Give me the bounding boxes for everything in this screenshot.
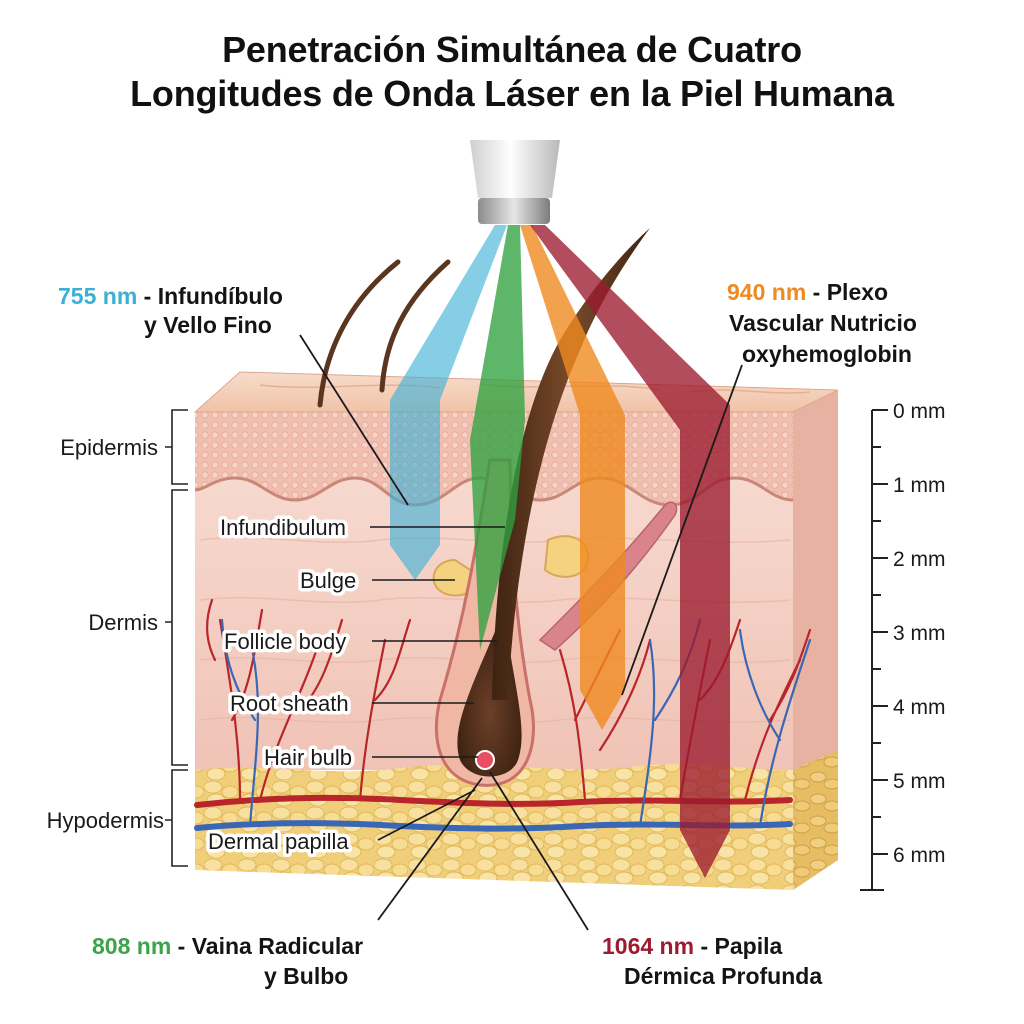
label-infundibulum: Infundibulum bbox=[220, 515, 346, 540]
callout-940: 940 nm - Plexo Vascular Nutricio oxyhemo… bbox=[727, 279, 917, 367]
depth-scale: 0 mm 1 mm 2 mm 3 mm 4 mm 5 mm 6 mm bbox=[860, 400, 946, 891]
label-follicle-body: Follicle body bbox=[224, 629, 346, 654]
diagram-title: Penetración Simultánea de Cuatro Longitu… bbox=[0, 28, 1024, 116]
depth-label: 5 mm bbox=[893, 770, 946, 793]
leader-755 bbox=[299, 334, 409, 506]
svg-text:940 nm - Plexo: 940 nm - Plexo bbox=[727, 279, 888, 305]
wl-940-line2: Vascular Nutricio bbox=[729, 310, 917, 336]
wl-1064-nm: 1064 nm bbox=[602, 933, 694, 959]
label-root-sheath: Root sheath bbox=[230, 691, 349, 716]
leader-lines bbox=[370, 526, 505, 841]
wl-940-line3: oxyhemoglobin bbox=[742, 341, 912, 367]
label-dermal-papilla: Dermal papilla bbox=[208, 829, 349, 854]
wl-1064-line1: Papila bbox=[715, 933, 783, 959]
label-epidermis: Epidermis bbox=[60, 435, 158, 460]
label-hypodermis: Hypodermis bbox=[47, 808, 164, 833]
laser-handpiece bbox=[470, 140, 560, 224]
dermal-papilla-shape bbox=[475, 750, 495, 770]
depth-label: 6 mm bbox=[893, 844, 946, 867]
laser-beams bbox=[390, 225, 730, 878]
label-bulge: Bulge bbox=[300, 568, 356, 593]
wl-755-nm: 755 nm bbox=[58, 283, 137, 309]
wl-808-line2: y Bulbo bbox=[264, 963, 348, 989]
leader-940 bbox=[621, 364, 743, 696]
fine-hair-2 bbox=[379, 259, 451, 393]
wl-940-line1: Plexo bbox=[827, 279, 888, 305]
handpiece-tip bbox=[478, 198, 550, 224]
title-line-1: Penetración Simultánea de Cuatro bbox=[222, 29, 802, 70]
leader-1064 bbox=[489, 771, 589, 931]
depth-label: 1 mm bbox=[893, 474, 946, 497]
hair-shaft bbox=[492, 228, 650, 700]
depth-label: 3 mm bbox=[893, 622, 946, 645]
leader-808 bbox=[377, 777, 483, 921]
wl-940-sep: - bbox=[806, 279, 826, 305]
depth-label: 4 mm bbox=[893, 696, 946, 719]
wl-808-line1: Vaina Radicular bbox=[192, 933, 363, 959]
sebaceous-glands bbox=[432, 535, 590, 597]
wl-808-nm: 808 nm bbox=[92, 933, 171, 959]
depth-label: 0 mm bbox=[893, 400, 946, 423]
svg-text:755 nm - Infundíbulo: 755 nm - Infundíbulo bbox=[58, 283, 283, 309]
structure-labels: Infundibulum Bulge Follicle body Root sh… bbox=[205, 512, 505, 858]
wl-1064-line2: Dérmica Profunda bbox=[624, 963, 822, 989]
depth-label: 2 mm bbox=[893, 548, 946, 571]
wl-940-nm: 940 nm bbox=[727, 279, 806, 305]
label-dermis: Dermis bbox=[88, 610, 158, 635]
callout-1064: 1064 nm - Papila Dérmica Profunda bbox=[602, 933, 822, 989]
beam-755 bbox=[390, 225, 507, 580]
svg-text:1064 nm - Papila: 1064 nm - Papila bbox=[602, 933, 782, 959]
wl-1064-sep: - bbox=[694, 933, 714, 959]
title-line-2: Longitudes de Onda Láser en la Piel Huma… bbox=[130, 73, 894, 114]
label-hair-bulb: Hair bulb bbox=[264, 745, 352, 770]
fine-hair-1 bbox=[317, 259, 401, 408]
beam-940 bbox=[520, 225, 625, 730]
wl-808-sep: - bbox=[171, 933, 191, 959]
handpiece-body bbox=[470, 140, 560, 198]
skin-side-fat bbox=[793, 750, 838, 890]
svg-text:808 nm - Vaina Radicular: 808 nm - Vaina Radicular bbox=[92, 933, 363, 959]
callout-755: 755 nm - Infundíbulo y Vello Fino bbox=[58, 283, 283, 338]
callout-808: 808 nm - Vaina Radicular y Bulbo bbox=[92, 933, 363, 989]
layer-brackets bbox=[165, 409, 188, 867]
wl-755-line2: y Vello Fino bbox=[144, 312, 272, 338]
wl-755-line1: Infundíbulo bbox=[158, 283, 283, 309]
callout-leaders bbox=[299, 334, 743, 931]
wl-755-sep: - bbox=[137, 283, 157, 309]
beam-808 bbox=[470, 225, 525, 650]
beam-1064 bbox=[530, 225, 730, 878]
